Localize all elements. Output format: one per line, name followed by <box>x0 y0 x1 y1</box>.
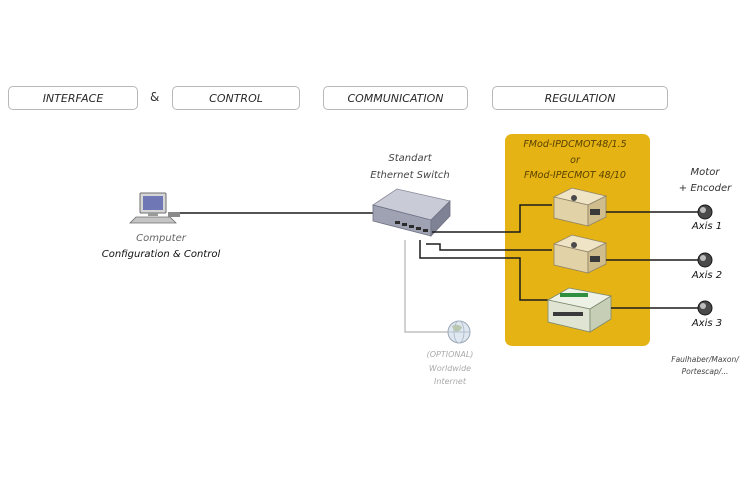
motor-connector-icon <box>697 204 713 220</box>
ethernet-switch-icon <box>372 188 451 238</box>
module-name-alternative: FMod-IPECMOT 48/10 <box>524 170 626 181</box>
header-communication: COMMUNICATION <box>323 86 468 110</box>
internet-label-line1: (OPTIONAL) <box>426 350 474 359</box>
globe-icon <box>447 320 471 344</box>
computer-role: Configuration & Control <box>101 249 221 260</box>
vendor-label-line1: Faulhaber/Maxon/ <box>671 355 739 364</box>
internet-label-line2: Worldwide <box>428 364 472 373</box>
motor-encoder-label-line2: + Encoder <box>678 183 732 194</box>
motor-drive-module-icon <box>552 187 608 227</box>
switch-label-line2: Ethernet Switch <box>370 170 450 181</box>
axis-label-1: Axis 1 <box>691 221 723 232</box>
switch-label-line1: Standart <box>388 153 432 164</box>
header-control: CONTROL <box>172 86 300 110</box>
vendor-label-line2: Portescap/... <box>681 367 729 376</box>
motor-encoder-label-line1: Motor <box>690 167 720 178</box>
header-ampersand: & <box>150 90 160 104</box>
motor-drive-module-icon <box>546 287 613 333</box>
module-name-primary: FMod-IPDCMOT48/1.5 <box>523 139 627 150</box>
computer-icon <box>129 192 180 224</box>
module-name-or: or <box>570 155 580 166</box>
internet-label-line3: Internet <box>434 377 466 386</box>
header-interface: INTERFACE <box>8 86 138 110</box>
axis-label-3: Axis 3 <box>691 318 723 329</box>
motor-drive-module-icon <box>552 234 608 274</box>
axis-label-2: Axis 2 <box>691 270 723 281</box>
motor-connector-icon <box>697 252 713 268</box>
computer-caption: Computer <box>136 233 186 244</box>
motor-connector-icon <box>697 300 713 316</box>
header-regulation: REGULATION <box>492 86 668 110</box>
